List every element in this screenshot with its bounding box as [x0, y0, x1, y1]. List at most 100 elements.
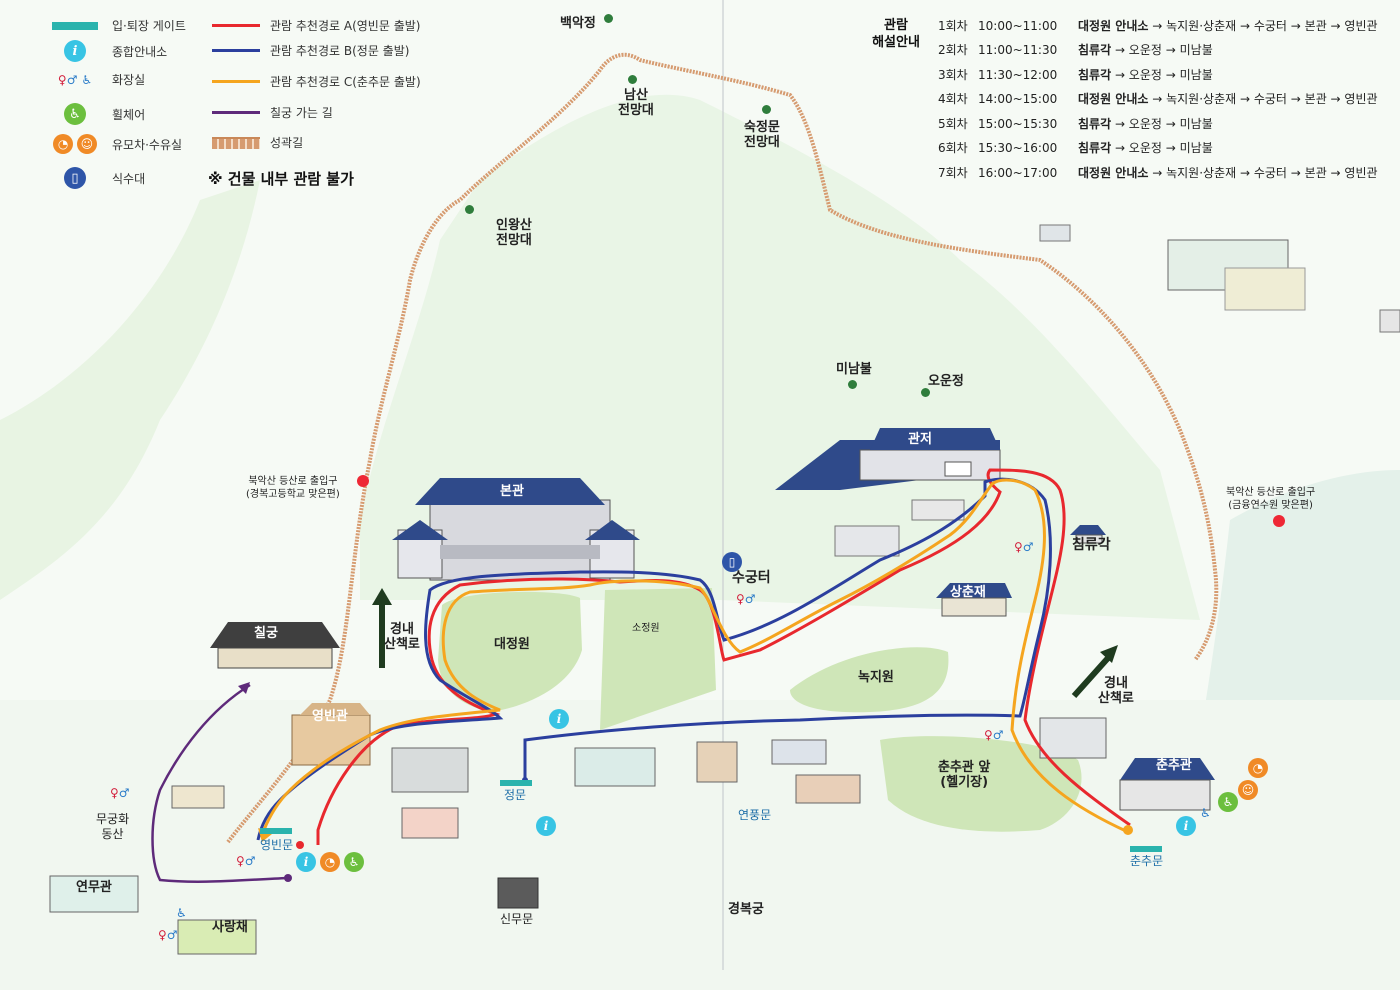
- round: 5회차: [938, 117, 968, 131]
- label-sarangchae: 사랑채: [212, 920, 248, 935]
- chilgung-path-arrowhead: [238, 682, 250, 694]
- water-fountain-icon: ▯: [64, 167, 86, 189]
- legend-label: 관람 추천경로 C(춘추문 출발): [270, 75, 421, 89]
- round: 4회차: [938, 92, 968, 106]
- legend-item-gate: 입·퇴장 게이트: [52, 17, 186, 34]
- time: 16:00~17:00: [978, 166, 1058, 180]
- legend-item-water: ▯ 식수대: [52, 167, 145, 189]
- label-sukjeongmun-view: 숙정문 전망대: [744, 120, 780, 150]
- route-c-line: [262, 478, 1129, 834]
- accessible-restroom-icon: ♿: [1200, 806, 1211, 820]
- course: → 오운정 → 미남불: [1111, 117, 1213, 131]
- label-bonggwan: 본관: [500, 484, 524, 499]
- start: 침류각: [1078, 117, 1112, 131]
- label-daejeongwon: 대정원: [494, 637, 530, 652]
- legend-label: 휠체어: [112, 107, 146, 122]
- label-yeonmugwan: 연무관: [76, 880, 112, 895]
- course: → 녹지원·상춘재 → 수궁터 → 본관 → 영빈관: [1148, 92, 1378, 106]
- legend-label: 관람 추천경로 A(영빈문 출발): [270, 19, 421, 33]
- legend-label: 종합안내소: [112, 44, 168, 59]
- gate-chunchumun-icon: [1130, 846, 1162, 852]
- sojeongwon-lawn: [600, 588, 716, 730]
- restroom-icon: ♀♂ ♿: [57, 72, 93, 87]
- bukak-entrance-right-marker: [1273, 515, 1285, 527]
- info-icon: i: [296, 852, 316, 872]
- label-namsan-view: 남산 전망대: [618, 88, 654, 118]
- label-sangchunjae: 상춘재: [950, 585, 986, 600]
- start: 침류각: [1078, 141, 1112, 155]
- legend-label: 화장실: [112, 73, 146, 87]
- legend-route-b: 관람 추천경로 B(정문 출발): [212, 42, 409, 59]
- ounjeong-marker: [921, 388, 930, 397]
- label-chunchugwan-front: 춘추관 앞 (헬기장): [938, 760, 991, 790]
- water-fountain-icon: ▯: [722, 552, 742, 572]
- chunchugwan-building: [1119, 758, 1215, 811]
- trail-arrow-right: [1071, 655, 1111, 699]
- legend-label: 식수대: [112, 171, 146, 186]
- legend-route-a: 관람 추천경로 A(영빈문 출발): [212, 17, 420, 34]
- time: 10:00~11:00: [978, 19, 1058, 33]
- schedule-row: 6회차 15:30~16:00 침류각 → 오운정 → 미남불: [938, 139, 1213, 156]
- schedule-title: 관람 해설안내: [872, 18, 920, 50]
- round: 1회차: [938, 19, 968, 33]
- gate-jeongmun-icon: [500, 780, 532, 786]
- info-icon: i: [64, 40, 86, 62]
- castle-wall-swatch: [212, 136, 260, 149]
- course: → 오운정 → 미남불: [1111, 68, 1213, 82]
- round: 3회차: [938, 68, 968, 82]
- label-yeongbingwan: 영빈관: [312, 709, 348, 724]
- stroller-icon: ◔: [320, 852, 340, 872]
- schedule-row: 4회차 14:00~15:00 대정원 안내소 → 녹지원·상춘재 → 수궁터 → …: [938, 90, 1378, 107]
- nursing-icon: ☺: [1238, 780, 1258, 800]
- label-trail-right: 경내 산책로: [1098, 676, 1134, 706]
- label-baegakjeong: 백악정: [560, 16, 596, 31]
- legend-chilgung-path: 칠궁 가는 길: [212, 104, 333, 121]
- legend-item-info: i 종합안내소: [52, 40, 167, 62]
- route-a-start-dot: [296, 841, 304, 849]
- restroom-icon: ♀♂: [1014, 540, 1034, 554]
- info-icon: i: [549, 709, 569, 729]
- restroom-icon: ♀♂: [984, 728, 1004, 742]
- route-b-line: [256, 477, 1052, 841]
- time: 15:00~15:30: [978, 117, 1058, 131]
- legend-label: 입·퇴장 게이트: [112, 19, 186, 33]
- wheelchair-icon: ♿: [64, 103, 86, 125]
- time: 15:30~16:00: [978, 141, 1058, 155]
- chilgung-path-line: [151, 683, 289, 883]
- gate-yeongbinmun[interactable]: 영빈문: [260, 838, 294, 852]
- stroller-nursing-icon: ◔ ☺: [52, 134, 98, 154]
- course: → 오운정 → 미남불: [1111, 141, 1213, 155]
- sangchunjae-building: [936, 583, 1012, 617]
- stroller-icon: ◔: [1248, 758, 1268, 778]
- wheelchair-icon: ♿: [344, 852, 364, 872]
- label-bukak-right: 북악산 등산로 출입구 (금융연수원 맞은편): [1226, 487, 1316, 511]
- route-c-swatch: [212, 80, 260, 83]
- time: 14:00~15:00: [978, 92, 1058, 106]
- inwangsan-view-marker: [465, 205, 474, 214]
- gwanjeo-building: [775, 428, 1001, 490]
- round: 2회차: [938, 43, 968, 57]
- gate-jeongmun[interactable]: 정문: [504, 788, 527, 802]
- route-a-swatch: [212, 24, 260, 27]
- label-sugungteo: 수궁터: [732, 570, 771, 586]
- legend-route-c: 관람 추천경로 C(춘추문 출발): [212, 73, 421, 90]
- baegakjeong-marker: [604, 14, 613, 23]
- legend-label: 칠궁 가는 길: [270, 106, 333, 120]
- gate-chunchumun[interactable]: 춘추문: [1130, 854, 1164, 868]
- terrain-west: [0, 180, 260, 600]
- trail-arrowhead-left: [372, 588, 392, 605]
- label-chunchugwan: 춘추관: [1156, 758, 1192, 773]
- bukak-entrance-left-marker: [357, 475, 369, 487]
- start: 대정원 안내소: [1078, 92, 1149, 106]
- start: 침류각: [1078, 68, 1112, 82]
- start: 대정원 안내소: [1078, 19, 1149, 33]
- label-trail-left: 경내 산책로: [384, 622, 420, 652]
- route-a-line: [316, 468, 1131, 845]
- round: 6회차: [938, 141, 968, 155]
- gate-yeonpungmun[interactable]: 연풍문: [738, 808, 772, 822]
- start: 침류각: [1078, 43, 1112, 57]
- legend-item-restroom: ♀♂ ♿ 화장실: [52, 71, 145, 88]
